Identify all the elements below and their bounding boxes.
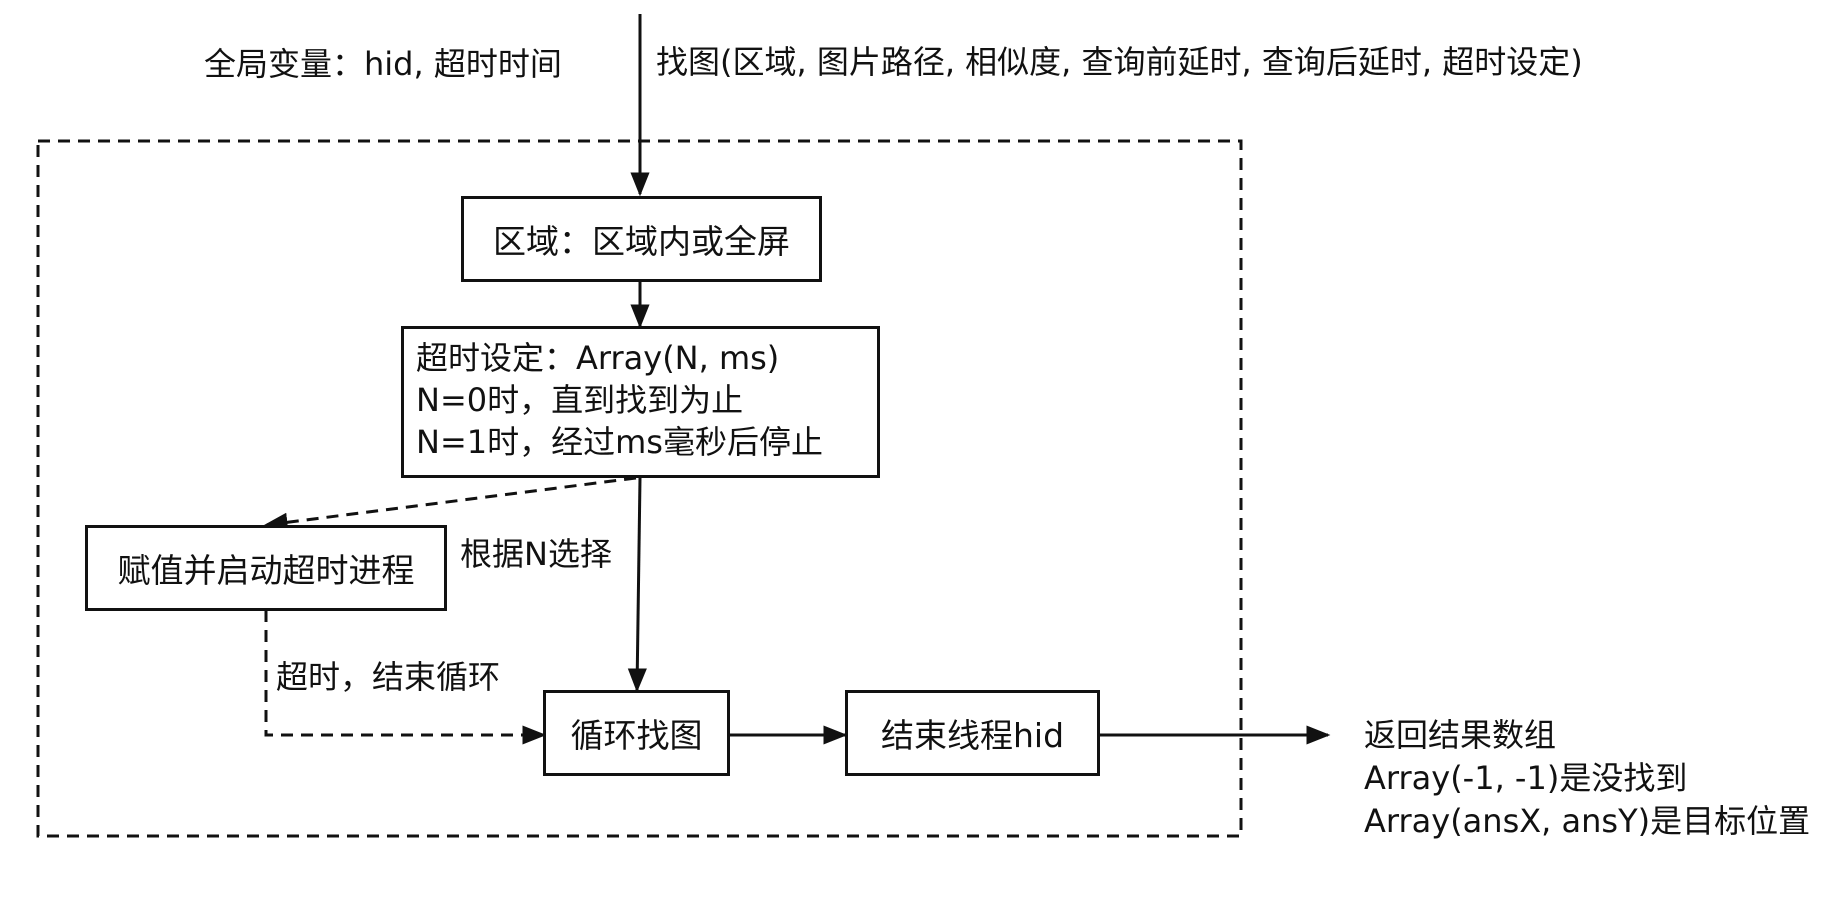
assign-start-box: 赋值并启动超时进程 [85,525,447,611]
timeout-setting-box: 超时设定：Array(N, ms) N=0时，直到找到为止 N=1时，经过ms毫… [401,326,880,478]
assign-to-loop-arrow [264,610,547,745]
timeout-setting-line1: 超时设定：Array(N, ms) [416,339,780,377]
choose-by-n-label: 根据N选择 [460,535,612,573]
result-line2: Array(-1, -1)是没找到 [1364,759,1688,797]
end-thread-box: 结束线程hid [845,690,1100,776]
timeout-end-loop-label: 超时，结束循环 [276,658,501,696]
timeout-setting-line2: N=0时，直到找到为止 [416,381,744,419]
result-line1: 返回结果数组 [1364,716,1557,754]
timeout-to-loop-arrow [627,477,647,693]
timeout-setting-line3: N=1时，经过ms毫秒后停止 [416,423,823,461]
timeout-to-assign-arrow [263,476,637,532]
loop-find-box: 循环找图 [543,690,730,776]
function-signature-label: 找图(区域, 图片路径, 相似度, 查询前延时, 查询后延时, 超时设定) [656,43,1583,81]
region-box: 区域：区域内或全屏 [461,196,822,282]
global-vars-label: 全局变量：hid, 超时时间 [204,45,562,83]
result-line3: Array(ansX, ansY)是目标位置 [1364,802,1811,840]
